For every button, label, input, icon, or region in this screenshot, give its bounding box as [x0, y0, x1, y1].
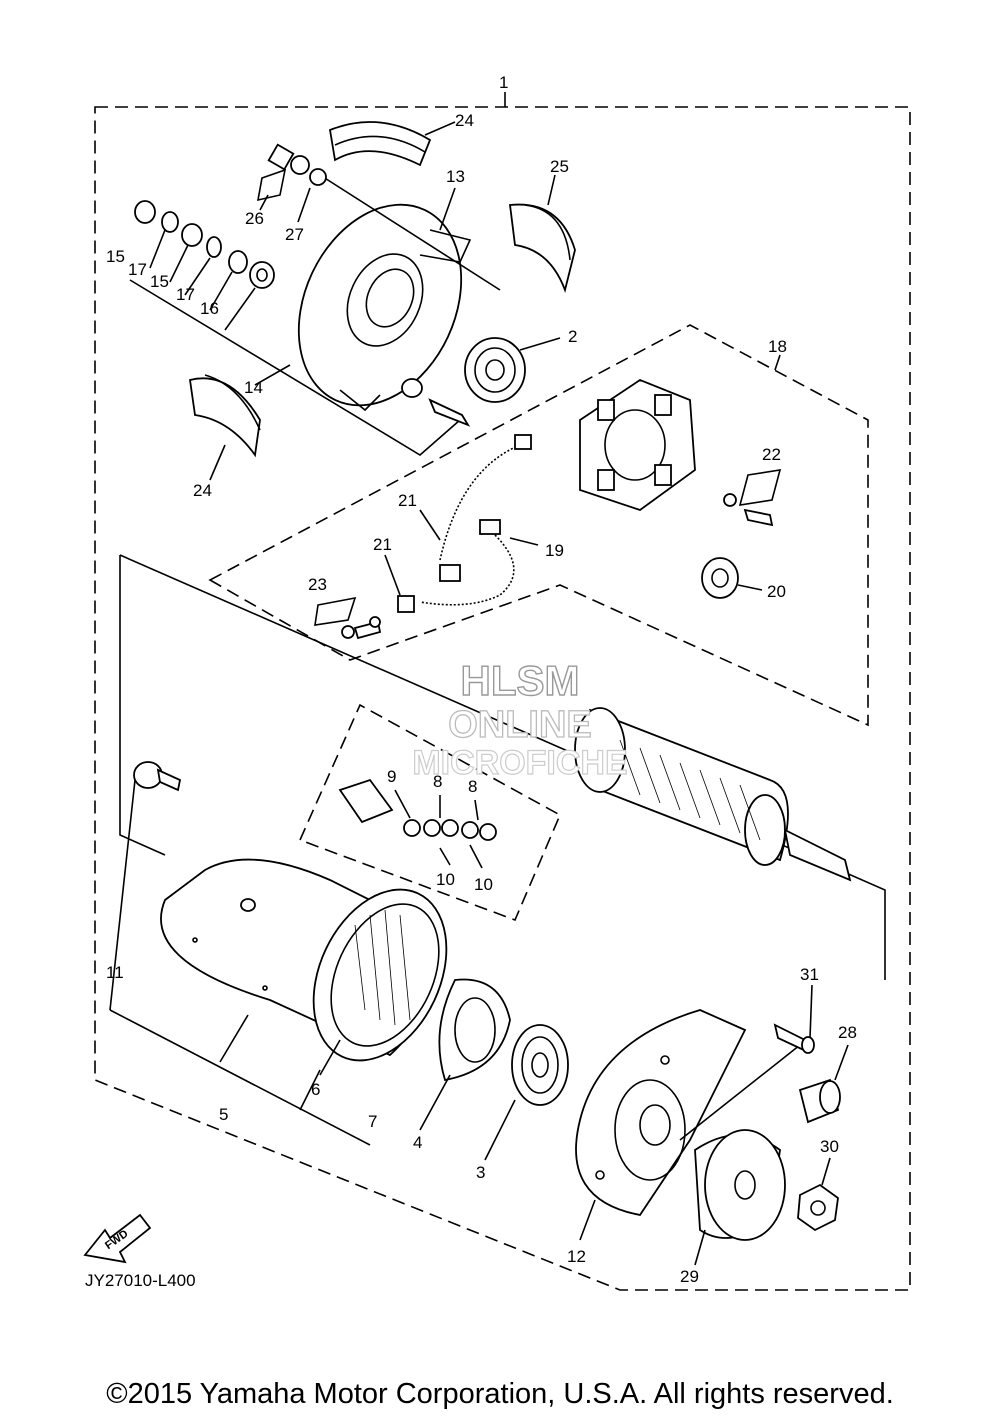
- label-24a: 24: [455, 111, 474, 130]
- label-11: 11: [106, 963, 124, 982]
- fwd-arrow-icon: FWD: [83, 1213, 152, 1264]
- gasket-4: [438, 978, 511, 1082]
- label-4: 4: [413, 1133, 422, 1152]
- nut-30: [797, 1183, 839, 1232]
- label-13: 13: [446, 167, 465, 186]
- label-20: 20: [767, 582, 786, 601]
- label-1: 1: [499, 73, 508, 92]
- front-cover: [297, 174, 501, 412]
- label-8a: 8: [433, 772, 442, 791]
- label-15a: 15: [106, 247, 125, 266]
- label-23: 23: [308, 575, 327, 594]
- label-17b: 17: [176, 285, 195, 304]
- drawing-code: JY27010-L400: [85, 1271, 196, 1290]
- label-29: 29: [680, 1267, 699, 1286]
- label-16: 16: [200, 299, 219, 318]
- label-18: 18: [768, 337, 787, 356]
- brush-lead: [397, 434, 532, 613]
- label-8b: 8: [468, 777, 477, 796]
- label-22: 22: [762, 445, 781, 464]
- label-2: 2: [568, 327, 577, 346]
- armature: [574, 707, 852, 882]
- magnet-segment-right: [508, 203, 576, 294]
- bearing-2: [464, 337, 526, 403]
- label-19: 19: [545, 541, 564, 560]
- label-10b: 10: [474, 875, 493, 894]
- label-3: 3: [476, 1163, 485, 1182]
- magnet-segment-top: [328, 121, 432, 167]
- label-7: 7: [368, 1112, 377, 1131]
- label-26: 26: [245, 209, 264, 228]
- pulley-29: [694, 1129, 786, 1241]
- label-15b: 15: [150, 272, 169, 291]
- label-17a: 17: [128, 260, 147, 279]
- screw-23: [314, 596, 382, 640]
- washer-stack: [134, 200, 275, 289]
- label-10a: 10: [436, 870, 455, 889]
- label-12: 12: [567, 1247, 586, 1266]
- label-14: 14: [244, 378, 263, 397]
- label-9: 9: [387, 767, 396, 786]
- brush-and-spring: [338, 778, 497, 841]
- screw-11: [133, 761, 182, 792]
- assembly-boundary: [94, 106, 911, 1291]
- label-24b: 24: [193, 481, 212, 500]
- label-5: 5: [219, 1105, 228, 1124]
- bolt-31: [773, 1023, 815, 1054]
- brush-holder-boundary: [208, 324, 869, 727]
- yoke-housing: [160, 858, 448, 1062]
- label-28: 28: [838, 1023, 857, 1042]
- label-30: 30: [820, 1137, 839, 1156]
- rear-cover: [575, 1009, 747, 1216]
- brush-kit-boundary: [298, 703, 562, 922]
- magnet-segment-left: [188, 374, 261, 458]
- bearing-3: [511, 1024, 569, 1106]
- label-31: 31: [800, 965, 819, 984]
- brush-holder: [579, 378, 696, 512]
- screw-22: [723, 469, 782, 527]
- terminal-bolt: [256, 143, 327, 202]
- cover-bolt: [401, 378, 471, 427]
- copyright-notice: ©2015 Yamaha Motor Corporation, U.S.A. A…: [106, 1378, 894, 1410]
- label-6: 6: [311, 1080, 320, 1099]
- label-21a: 21: [398, 491, 417, 510]
- washer-20: [701, 557, 739, 599]
- collar-28: [798, 1078, 841, 1124]
- label-27: 27: [285, 225, 304, 244]
- label-25: 25: [550, 157, 569, 176]
- armature-bracket: [119, 554, 886, 980]
- part-labels: 1 2 3 4 5 6 7 8 8 9 10 10 11 12 13 14 15…: [85, 73, 857, 1290]
- label-21b: 21: [373, 535, 392, 554]
